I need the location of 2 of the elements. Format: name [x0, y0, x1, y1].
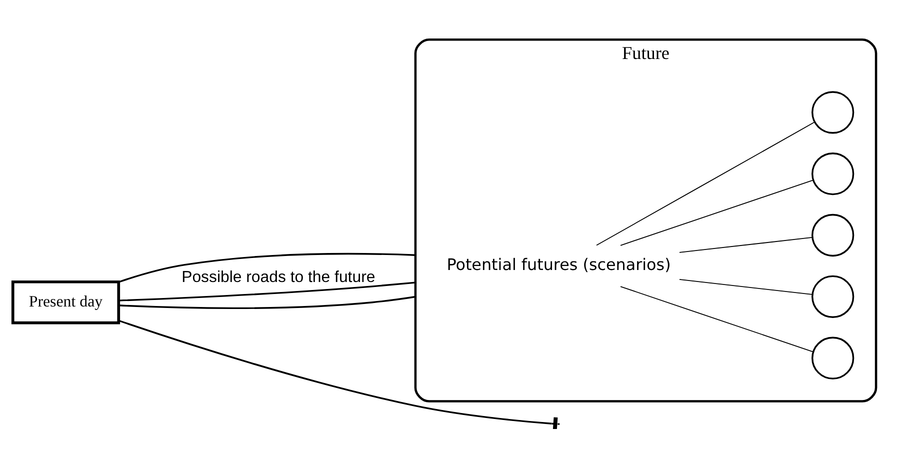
node-text: Potential futures (scenarios) [446, 255, 671, 274]
edge-label: Possible roads to the future [182, 269, 376, 286]
